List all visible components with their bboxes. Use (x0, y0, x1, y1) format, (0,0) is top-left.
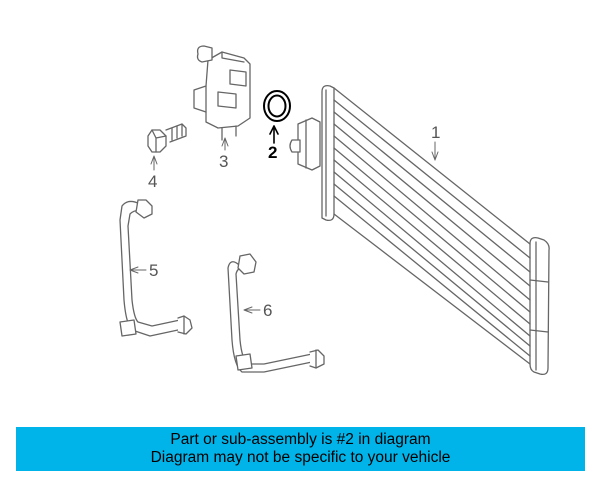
callout-2: 2 (268, 143, 277, 162)
callout-3: 3 (219, 152, 228, 171)
callout-5: 5 (149, 261, 158, 280)
seal-ring-part (263, 90, 291, 122)
callout-6: 6 (263, 301, 272, 320)
leader-line-2 (269, 125, 279, 144)
leader-lines (129, 137, 439, 314)
hose-right-part (227, 253, 325, 373)
info-banner: Part or sub-assembly is #2 in diagram Di… (16, 427, 585, 471)
parts-diagram: 1 2 3 4 5 6 (119, 45, 550, 376)
hose-left-part (119, 199, 193, 337)
banner-line-disclaimer: Diagram may not be specific to your vehi… (150, 449, 451, 466)
callout-1: 1 (431, 123, 440, 142)
bolt-part (147, 123, 187, 153)
callout-4: 4 (148, 172, 157, 191)
condenser-part (289, 84, 550, 376)
valve-block-part (193, 45, 251, 141)
banner-line-part-number: Part or sub-assembly is #2 in diagram (170, 431, 431, 448)
